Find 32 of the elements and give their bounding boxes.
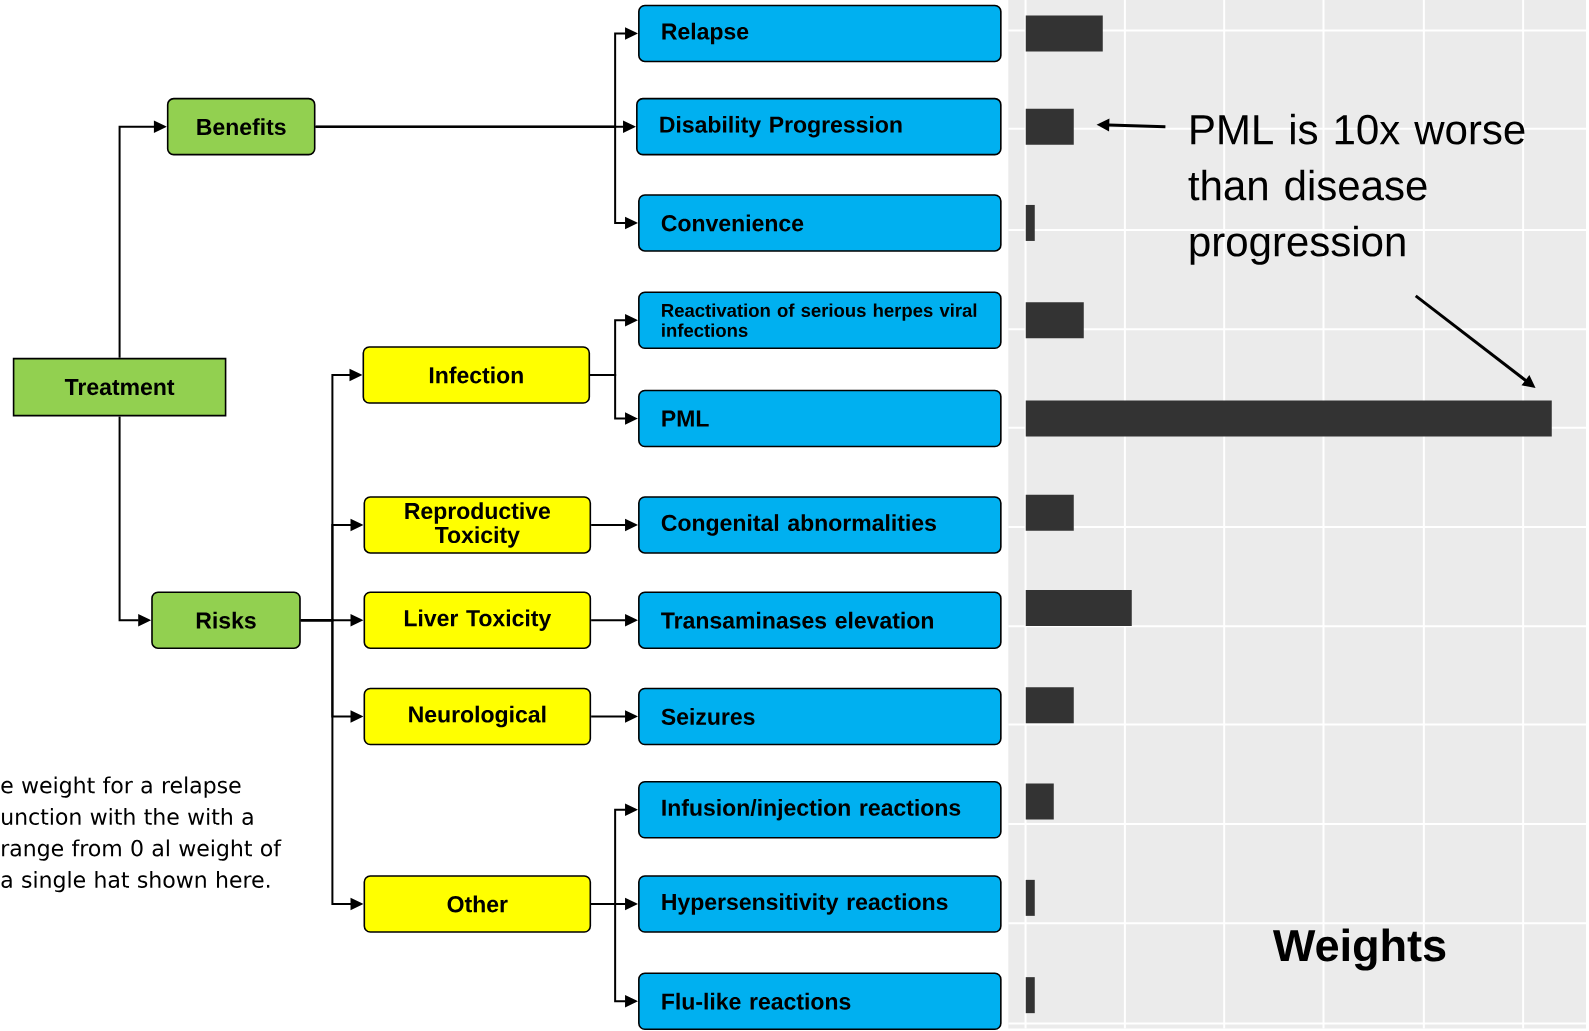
- bar: [1025, 494, 1074, 531]
- criterion-box: Flu-like reactions: [638, 972, 1002, 1031]
- category-box: Other: [363, 875, 592, 933]
- category-box: Neurological: [363, 687, 592, 746]
- criterion-box: Infusion/injection reactions: [638, 781, 1002, 839]
- category-box: Liver Toxicity: [363, 591, 592, 650]
- criterion-box: Seizures: [638, 687, 1002, 746]
- criterion-box: PML: [638, 389, 1002, 448]
- branch-box: Risks: [151, 591, 301, 650]
- criterion-box: Relapse: [638, 4, 1002, 63]
- bar: [1025, 687, 1074, 724]
- bar: [1025, 15, 1103, 52]
- category-box: Infection: [362, 346, 591, 404]
- bar: [1025, 302, 1084, 339]
- criterion-box: Hypersensitivity reactions: [638, 875, 1002, 933]
- branch-box: Benefits: [166, 98, 316, 156]
- criterion-box: Transaminases elevation: [638, 591, 1002, 650]
- bar: [1025, 205, 1035, 242]
- category-box: Reproductive Toxicity: [363, 496, 592, 554]
- bar: [1025, 880, 1035, 917]
- annotation-text: PML is 10x worse than disease progression: [1188, 113, 1525, 266]
- bar: [1025, 590, 1132, 627]
- branch-box: Treatment: [12, 358, 227, 417]
- bar: [1025, 108, 1074, 145]
- criterion-box: Convenience: [638, 194, 1002, 252]
- note-text: e weight for a relapse unction with the with a range from 0 al weight of a single hat shown here.: [1, 776, 282, 893]
- axis-title: Weights: [1272, 928, 1446, 971]
- criterion-box: Disability Progression: [636, 98, 1002, 156]
- bar: [1025, 400, 1552, 437]
- bar: [1025, 977, 1035, 1014]
- criterion-box: Reactivation of serious herpes viral infections: [638, 291, 1002, 350]
- criterion-box: Congenital abnormalities: [638, 496, 1002, 554]
